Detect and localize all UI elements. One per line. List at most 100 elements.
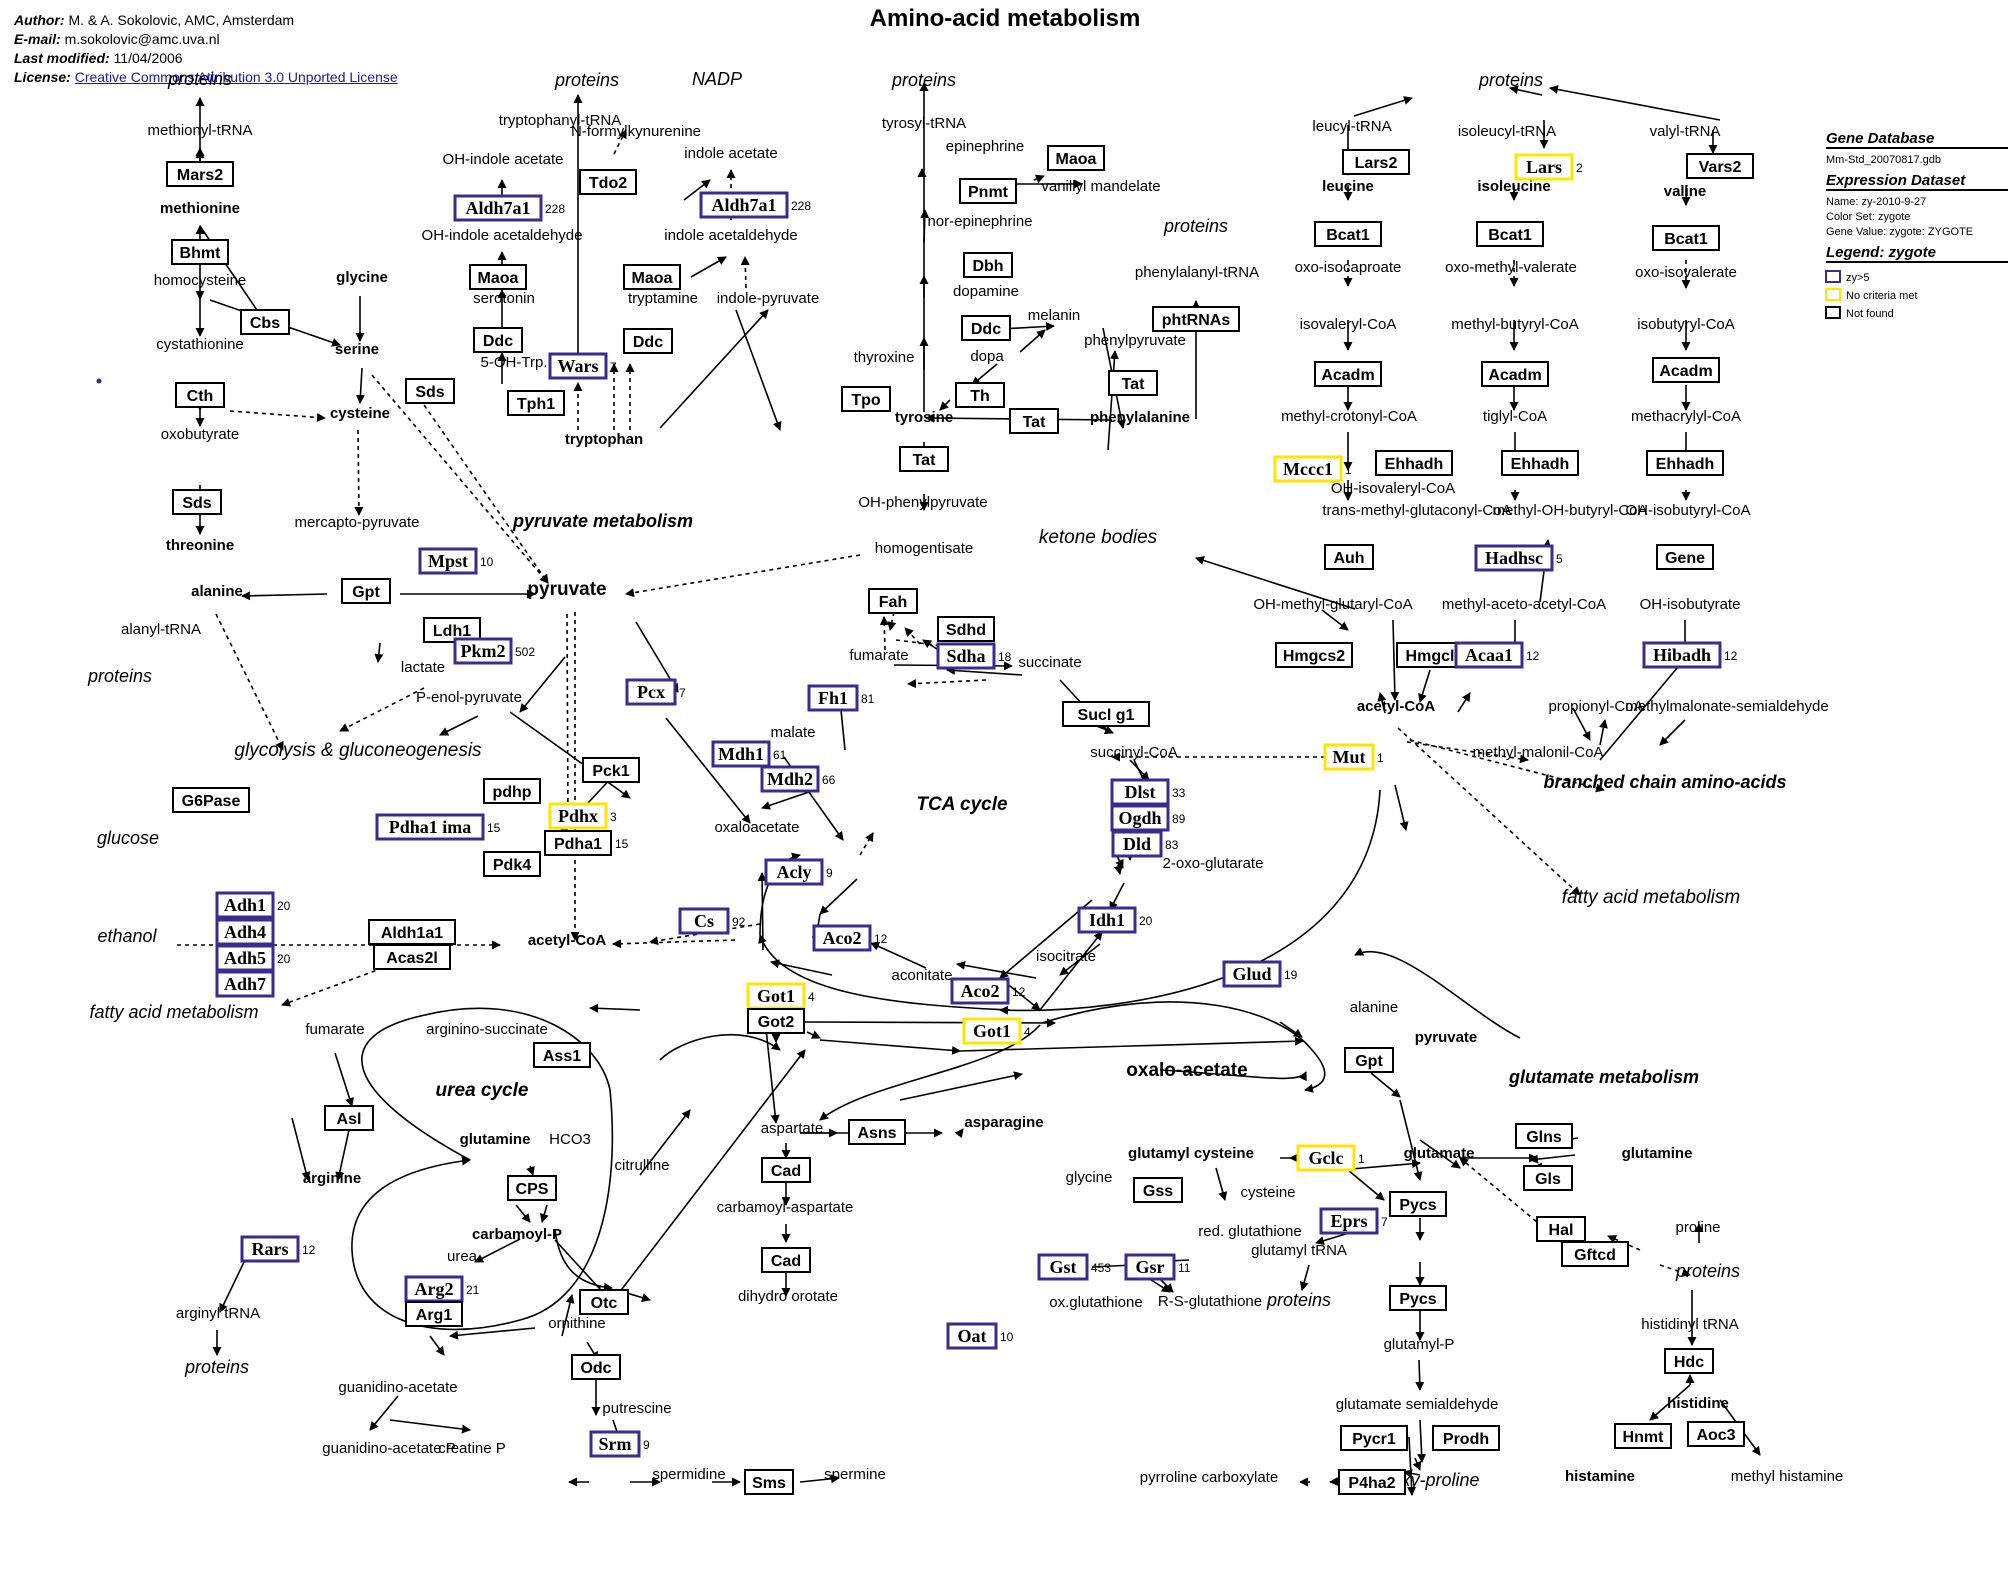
gene-bcat1[interactable]: Bcat1 xyxy=(1652,225,1720,251)
gene-box-maoa[interactable] xyxy=(1047,145,1105,171)
gene-acadm[interactable]: Acadm xyxy=(1652,357,1720,383)
gene-pdk4[interactable]: Pdk4 xyxy=(483,851,541,877)
gene-asl[interactable]: Asl xyxy=(324,1105,374,1131)
gene-box-tat[interactable] xyxy=(899,446,949,472)
gene-box-pkm2[interactable] xyxy=(453,637,513,665)
gene-box-auh[interactable] xyxy=(1324,544,1374,570)
gene-maoa[interactable]: Maoa xyxy=(623,264,681,290)
gene-box-mccc1[interactable] xyxy=(1273,455,1343,483)
gene-box-hibadh[interactable] xyxy=(1642,641,1722,669)
gene-box-hmgcl[interactable] xyxy=(1396,642,1464,668)
gene-gss[interactable]: Gss xyxy=(1133,1177,1183,1203)
gene-box-gclc[interactable] xyxy=(1296,1144,1356,1172)
gene-prodh[interactable]: Prodh xyxy=(1432,1425,1500,1451)
gene-box-pdhp[interactable] xyxy=(483,778,541,804)
gene-box-arg2[interactable] xyxy=(404,1275,464,1303)
gene-gene[interactable]: Gene xyxy=(1656,544,1714,570)
gene-box-sdhd[interactable] xyxy=(937,616,995,642)
gene-box-aldh7a1[interactable] xyxy=(453,194,543,222)
gene-pycs[interactable]: Pycs xyxy=(1389,1285,1447,1311)
gene-hdc[interactable]: Hdc xyxy=(1664,1348,1714,1374)
gene-box-gss[interactable] xyxy=(1133,1177,1183,1203)
gene-box-bcat1[interactable] xyxy=(1314,221,1382,247)
gene-box-glud[interactable] xyxy=(1222,960,1282,988)
gene-aoc3[interactable]: Aoc3 xyxy=(1687,1421,1745,1447)
gene-box-fah[interactable] xyxy=(868,588,918,614)
gene-box-lars2[interactable] xyxy=(1342,149,1410,175)
gene-box-ehhadh[interactable] xyxy=(1501,450,1579,476)
gene-box-pdha1-ima[interactable] xyxy=(375,813,485,841)
gene-box-oat[interactable] xyxy=(946,1322,998,1350)
gene-box-pycs[interactable] xyxy=(1389,1285,1447,1311)
gene-g6pase[interactable]: G6Pase xyxy=(172,787,250,813)
gene-box-acas2l[interactable] xyxy=(373,944,451,970)
gene-sds[interactable]: Sds xyxy=(405,378,455,404)
gene-box-mdh2[interactable] xyxy=(760,765,820,793)
gene-box-sucl-g1[interactable] xyxy=(1062,701,1150,727)
gene-tph1[interactable]: Tph1 xyxy=(507,390,565,416)
gene-box-sds[interactable] xyxy=(172,489,222,515)
gene-box-p4ha2[interactable] xyxy=(1338,1469,1406,1495)
gene-box-srm[interactable] xyxy=(589,1430,641,1458)
gene-gpt[interactable]: Gpt xyxy=(341,578,391,604)
gene-cad[interactable]: Cad xyxy=(761,1157,811,1183)
gene-box-dlst[interactable] xyxy=(1110,778,1170,806)
gene-hnmt[interactable]: Hnmt xyxy=(1614,1423,1672,1449)
gene-box-adh1[interactable] xyxy=(215,891,275,919)
gene-box-cps[interactable] xyxy=(507,1175,557,1201)
gene-cps[interactable]: CPS xyxy=(507,1175,557,1201)
gene-dbh[interactable]: Dbh xyxy=(963,252,1013,278)
gene-hmgcl[interactable]: Hmgcl xyxy=(1396,642,1464,668)
gene-ehhadh[interactable]: Ehhadh xyxy=(1646,450,1724,476)
gene-odc[interactable]: Odc xyxy=(571,1354,621,1380)
gene-box-sms[interactable] xyxy=(744,1469,794,1495)
gene-box-hdc[interactable] xyxy=(1664,1348,1714,1374)
gene-pck1[interactable]: Pck1 xyxy=(582,757,640,783)
gene-bcat1[interactable]: Bcat1 xyxy=(1476,221,1544,247)
gene-bcat1[interactable]: Bcat1 xyxy=(1314,221,1382,247)
gene-gftcd[interactable]: Gftcd xyxy=(1561,1241,1629,1267)
gene-box-otc[interactable] xyxy=(579,1289,629,1315)
gene-acadm[interactable]: Acadm xyxy=(1314,361,1382,387)
gene-box-asl[interactable] xyxy=(324,1105,374,1131)
gene-fah[interactable]: Fah xyxy=(868,588,918,614)
gene-box-tat[interactable] xyxy=(1108,370,1158,396)
gene-tdo2[interactable]: Tdo2 xyxy=(579,169,637,195)
gene-box-pcx[interactable] xyxy=(625,678,677,706)
gene-gpt[interactable]: Gpt xyxy=(1344,1047,1394,1073)
gene-box-cs[interactable] xyxy=(678,907,730,935)
gene-box-g6pase[interactable] xyxy=(172,787,250,813)
gene-aldh1a1[interactable]: Aldh1a1 xyxy=(368,919,456,945)
gene-pycr1[interactable]: Pycr1 xyxy=(1340,1425,1408,1451)
gene-box-maoa[interactable] xyxy=(623,264,681,290)
gene-hal[interactable]: Hal xyxy=(1536,1216,1586,1242)
gene-box-tpo[interactable] xyxy=(841,386,891,412)
gene-pycs[interactable]: Pycs xyxy=(1389,1191,1447,1217)
